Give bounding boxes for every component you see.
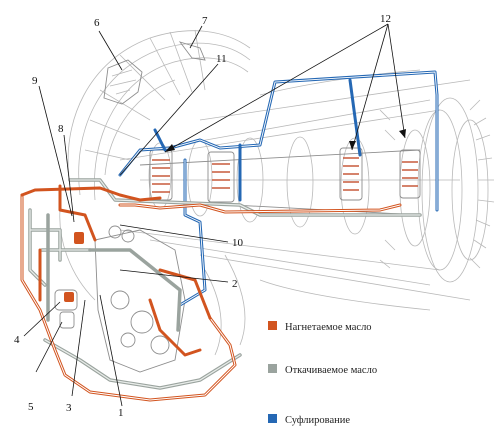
legend-swatch-pressure xyxy=(268,321,277,330)
callout-1: 1 xyxy=(118,407,124,419)
legend-swatch-breather xyxy=(268,414,277,423)
callout-9: 9 xyxy=(32,75,38,87)
pressure-oil-lines xyxy=(20,184,402,402)
callout-labels: 1 2 3 4 5 6 7 8 9 10 11 12 xyxy=(14,13,391,419)
legend-item-pressure-oil: Нагнетаемое масло xyxy=(268,321,372,333)
legend-item-breather: Суфлирование xyxy=(268,414,350,426)
legend-item-scavenge-oil: Откачиваемое масло xyxy=(268,364,377,376)
callout-2: 2 xyxy=(232,278,238,290)
legend-swatch-scavenge xyxy=(268,364,277,373)
breather-lines xyxy=(118,70,439,307)
callout-5: 5 xyxy=(28,401,34,413)
callout-8: 8 xyxy=(58,123,64,135)
legend-label-scavenge: Откачиваемое масло xyxy=(285,365,377,376)
leader-lines xyxy=(23,23,406,407)
callout-11: 11 xyxy=(216,53,227,65)
callout-4: 4 xyxy=(14,334,20,346)
callout-3: 3 xyxy=(66,402,72,414)
legend-label-pressure: Нагнетаемое масло xyxy=(285,322,372,333)
callout-7: 7 xyxy=(202,15,208,27)
scavenge-oil-lines xyxy=(28,178,422,390)
callout-10: 10 xyxy=(232,237,244,249)
callout-12: 12 xyxy=(380,13,391,25)
callout-6: 6 xyxy=(94,17,100,29)
legend: Нагнетаемое масло Откачиваемое масло Суф… xyxy=(268,321,377,426)
legend-label-breather: Суфлирование xyxy=(285,415,350,426)
engine-outline-sketch xyxy=(54,29,495,373)
